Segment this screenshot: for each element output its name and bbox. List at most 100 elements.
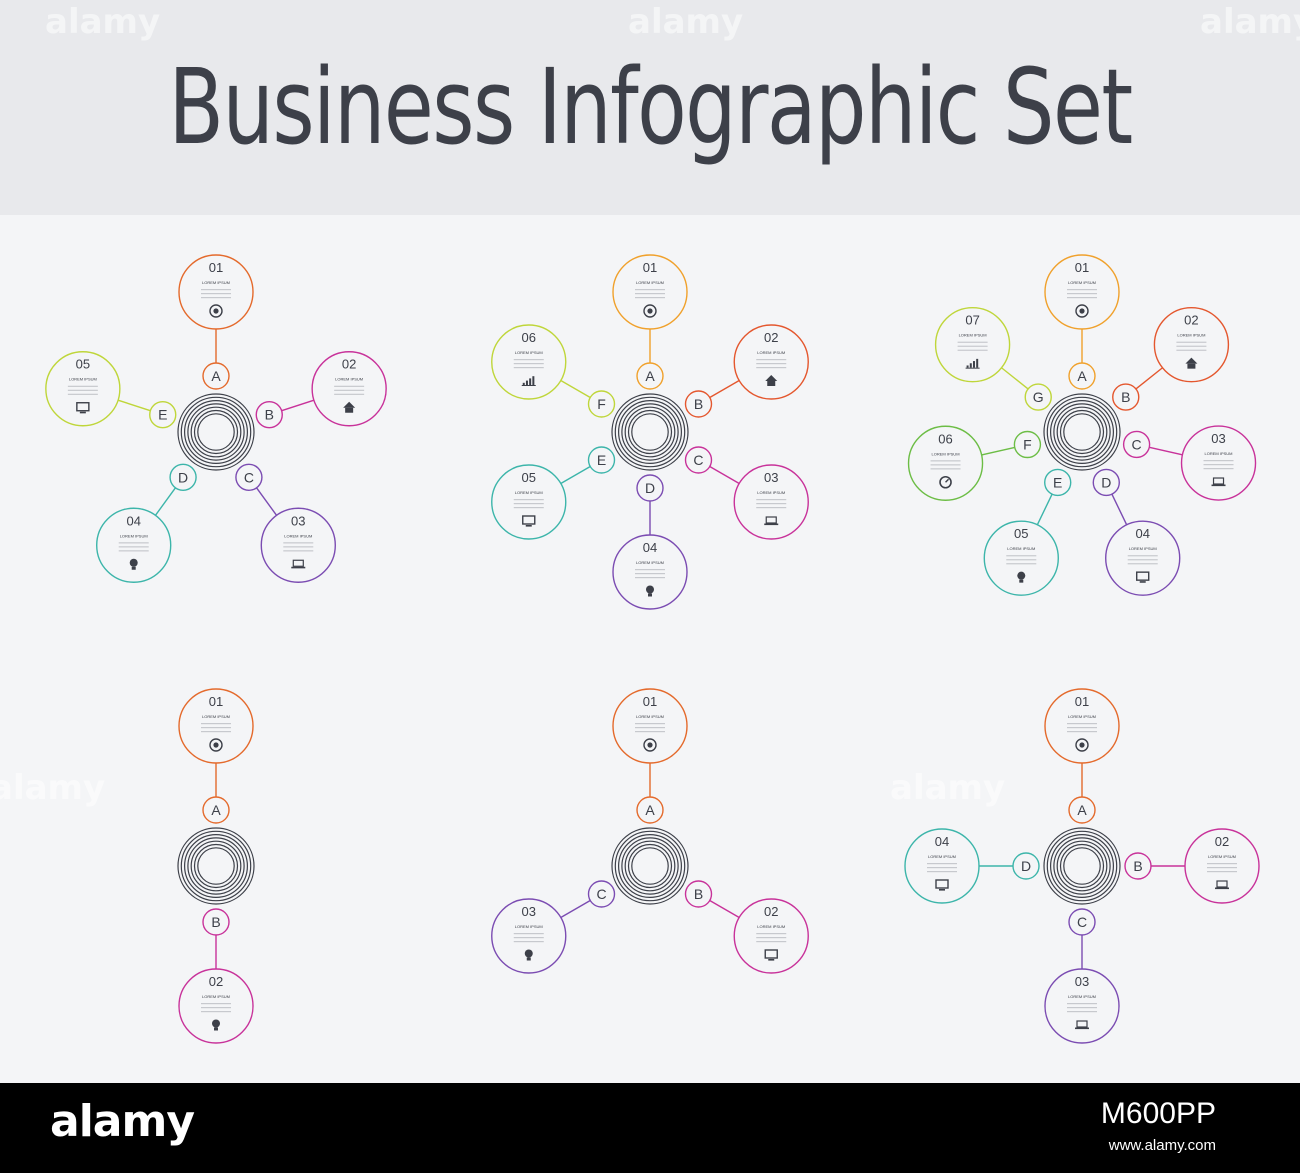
laptop-icon	[764, 516, 779, 526]
step-caption: LOREM IPSUM	[928, 854, 956, 859]
placeholder-line	[635, 573, 665, 575]
placeholder-line	[513, 941, 544, 943]
concentric-hub	[177, 827, 255, 905]
connector-line	[1135, 367, 1163, 390]
step-circle	[1153, 306, 1230, 383]
placeholder-line	[334, 393, 365, 395]
placeholder-line	[1067, 731, 1097, 733]
laptop-icon	[1215, 880, 1229, 890]
placeholder-line	[513, 367, 544, 369]
letter-label: D	[1101, 474, 1111, 490]
step-circle	[733, 898, 809, 974]
placeholder-line	[513, 499, 544, 501]
hub-ring	[184, 400, 249, 465]
placeholder-line	[1127, 555, 1158, 557]
step-circle	[612, 534, 688, 610]
letter-label: C	[1132, 436, 1142, 452]
letter-label: A	[211, 802, 221, 818]
placeholder-line	[513, 933, 544, 935]
step-circle	[260, 507, 336, 583]
target-icon	[1075, 304, 1089, 318]
placeholder-line	[957, 345, 988, 347]
hub-ring	[187, 837, 245, 895]
placeholder-line	[201, 723, 231, 725]
connector-line	[1149, 446, 1183, 456]
hub-ring	[631, 413, 669, 451]
step-circle	[96, 507, 172, 583]
placeholder-line	[1067, 297, 1097, 299]
step-circle	[612, 688, 688, 764]
step-number: 02	[342, 357, 356, 372]
hub-ring	[1053, 837, 1111, 895]
step-caption: LOREM IPSUM	[757, 490, 785, 495]
placeholder-line	[1067, 1011, 1097, 1013]
step-number: 03	[1075, 974, 1089, 989]
step-caption: LOREM IPSUM	[515, 924, 543, 929]
hub-ring	[1049, 400, 1114, 465]
letter-node	[1092, 468, 1120, 497]
monitor-icon	[522, 515, 536, 527]
letter-node	[1013, 430, 1042, 459]
watermark-text: alamy	[628, 2, 744, 42]
placeholder-line	[927, 867, 957, 869]
step-number: 01	[209, 694, 223, 709]
step-circle	[178, 968, 254, 1044]
letter-node	[587, 390, 616, 418]
stock-image-id: M600PP	[1100, 1097, 1216, 1130]
concentric-hub	[177, 393, 255, 471]
connector-line	[560, 379, 591, 399]
step-caption: LOREM IPSUM	[757, 350, 785, 355]
hub-ring	[627, 843, 673, 889]
step-circle	[1044, 254, 1120, 330]
monitor-icon	[935, 879, 949, 891]
step-number: 04	[643, 540, 657, 555]
letter-label: A	[645, 368, 655, 384]
step-circle	[491, 324, 567, 400]
placeholder-line	[118, 542, 149, 544]
placeholder-line	[1006, 559, 1037, 561]
hub-ring	[624, 840, 676, 892]
placeholder-line	[201, 727, 231, 729]
step-circle	[907, 425, 984, 501]
step-caption: LOREM IPSUM	[959, 333, 987, 338]
placeholder-line	[1176, 341, 1207, 343]
hub-ring	[1063, 413, 1101, 451]
hub-ring	[621, 403, 679, 461]
watermark-text: alamy	[1200, 2, 1300, 42]
letter-label: B	[211, 914, 220, 930]
hub-ring	[611, 827, 689, 905]
step-number: 03	[1211, 431, 1225, 446]
page-title: Business Infographic Set	[168, 46, 1133, 168]
letter-label: B	[1121, 389, 1130, 405]
placeholder-line	[1207, 867, 1237, 869]
connector-line	[709, 899, 740, 919]
step-caption: LOREM IPSUM	[335, 377, 363, 382]
placeholder-line	[1176, 349, 1207, 351]
step-caption: LOREM IPSUM	[1129, 546, 1157, 551]
step-caption: LOREM IPSUM	[515, 350, 543, 355]
hub-ring	[190, 840, 242, 892]
hub-ring	[1043, 827, 1121, 905]
step-number: 02	[209, 974, 223, 989]
placeholder-line	[756, 933, 787, 935]
step-circle	[1044, 688, 1120, 764]
step-number: 01	[1075, 694, 1089, 709]
placeholder-line	[930, 464, 961, 466]
placeholder-line	[201, 293, 231, 295]
hub-ring	[617, 833, 682, 898]
letter-node	[202, 362, 230, 390]
connector-line	[560, 465, 591, 485]
hub-ring	[1056, 840, 1108, 892]
letter-node	[255, 400, 283, 429]
hub-ring	[624, 406, 676, 458]
step-circle	[178, 688, 254, 764]
watermark-text: alamy	[890, 768, 1006, 808]
